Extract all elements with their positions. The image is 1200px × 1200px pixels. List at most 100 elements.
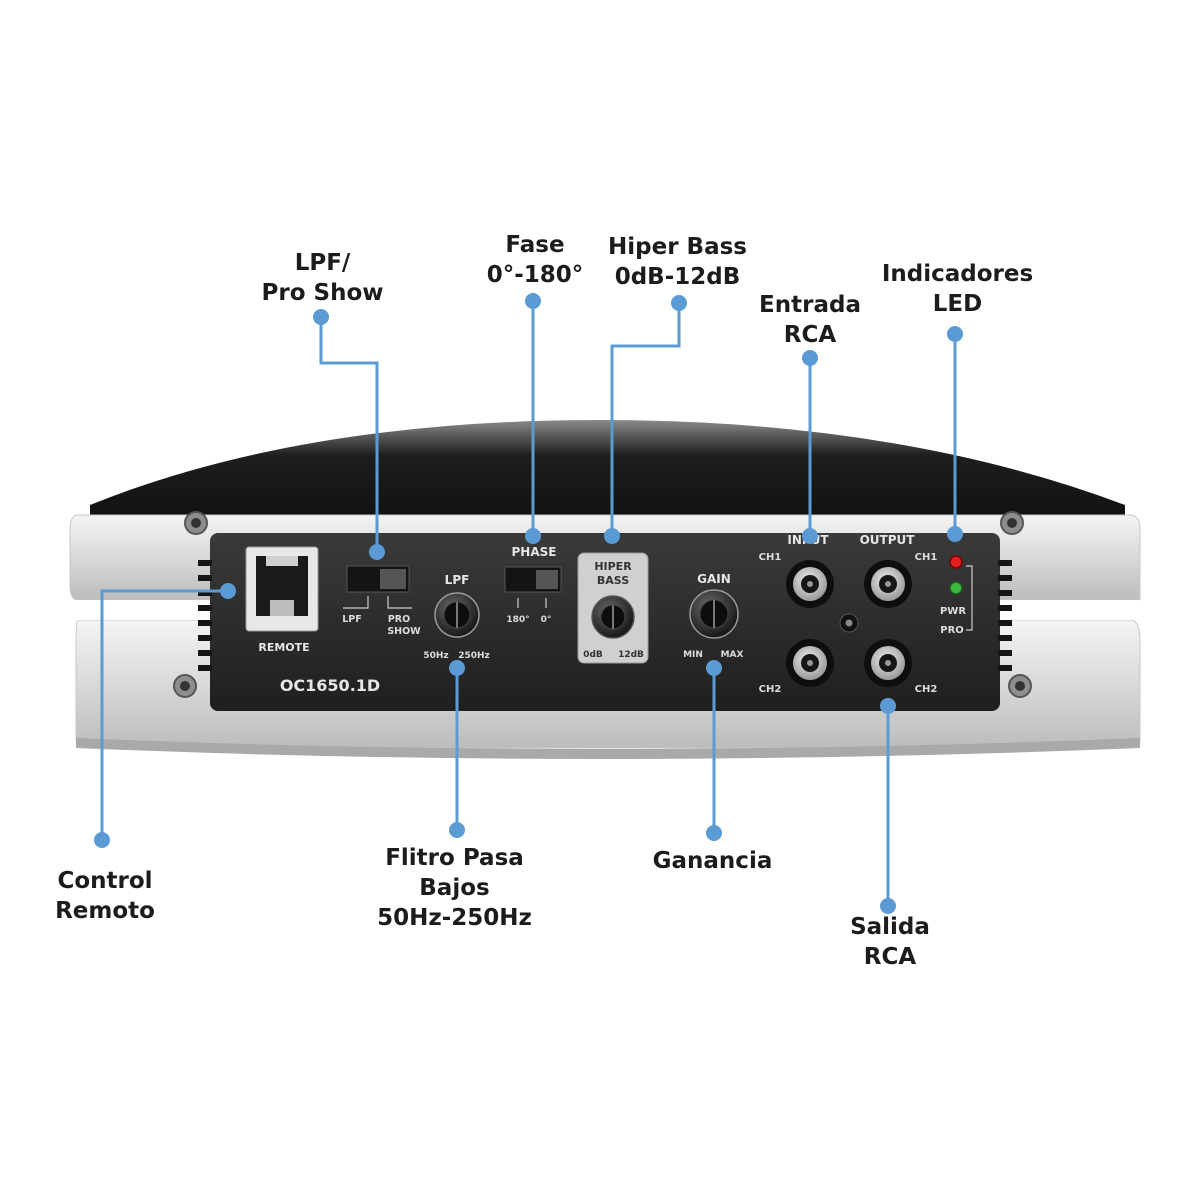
dot-icon xyxy=(94,832,110,848)
hiper-bass-line1: HIPER xyxy=(594,560,632,573)
phase-switch-marks xyxy=(517,598,547,608)
heatsink-top xyxy=(90,420,1125,520)
gain-max-label: MAX xyxy=(721,650,744,660)
phase-switch[interactable] xyxy=(504,566,562,593)
callout-lpf-pro-show: LPF/ Pro Show xyxy=(240,248,405,308)
input-ch2-label: CH2 xyxy=(759,684,782,695)
callout-salida-rca: Salida RCA xyxy=(815,912,965,972)
callout-entrada-rca: Entrada RCA xyxy=(740,290,880,350)
callout-dots xyxy=(94,293,963,914)
output-ch2-label: CH2 xyxy=(915,684,938,695)
callout-line: 50Hz-250Hz xyxy=(377,905,532,931)
led-red-icon xyxy=(949,555,963,569)
dot-icon xyxy=(525,293,541,309)
dot-icon xyxy=(947,526,963,542)
hiper-bass-knob[interactable] xyxy=(591,595,635,639)
callout-line: Bajos xyxy=(419,875,490,901)
remote-jack[interactable] xyxy=(245,546,319,632)
phase-0-label: 0° xyxy=(541,615,552,625)
phase-180-label: 180° xyxy=(506,615,529,625)
panel-vent-left xyxy=(198,560,212,671)
gain-min-label: MIN xyxy=(683,650,703,660)
dot-icon xyxy=(671,295,687,311)
leader-lpf-pro-show xyxy=(319,317,379,552)
lpf-switch-lpf-label: LPF xyxy=(342,614,362,625)
dot-icon xyxy=(706,825,722,841)
callout-fase: Fase 0°-180° xyxy=(470,230,600,290)
dot-icon xyxy=(802,350,818,366)
callout-line: RCA xyxy=(783,322,837,348)
remote-label: REMOTE xyxy=(258,641,309,654)
dot-icon xyxy=(880,698,896,714)
callout-control-remoto: Control Remoto xyxy=(35,866,175,926)
callout-line: 0dB-12dB xyxy=(614,264,741,290)
input-ch1-label: CH1 xyxy=(759,552,782,563)
callout-line: Hiper Bass xyxy=(608,234,747,260)
lpf-min-label: 50Hz xyxy=(423,651,448,661)
center-screw-icon xyxy=(839,613,859,633)
dot-icon xyxy=(802,528,818,544)
rca-input-ch2-jack[interactable] xyxy=(786,639,834,687)
lpf-switch-show-label: SHOW xyxy=(387,626,421,637)
dot-icon xyxy=(525,528,541,544)
callout-line: Flitro Pasa xyxy=(385,845,524,871)
callout-line: Ganancia xyxy=(652,848,773,874)
output-label: OUTPUT xyxy=(860,533,916,547)
dot-icon xyxy=(220,583,236,599)
rca-input-ch1-jack[interactable] xyxy=(786,560,834,608)
lpf-pro-show-switch[interactable] xyxy=(346,565,410,593)
callout-line: Control xyxy=(57,868,153,894)
chassis-bottom-lip xyxy=(76,738,1140,759)
panel-vent-right xyxy=(998,560,1012,671)
output-ch1-label: CH1 xyxy=(915,552,938,563)
lpf-switch-pro-label: PRO xyxy=(388,614,410,625)
dot-icon xyxy=(706,660,722,676)
screw-icon xyxy=(1008,674,1032,698)
hiper-min-label: 0dB xyxy=(583,650,603,660)
rca-output-ch2-jack[interactable] xyxy=(864,639,912,687)
callout-ganancia: Ganancia xyxy=(625,846,800,876)
callout-filtro-pasa-bajos: Flitro Pasa Bajos 50Hz-250Hz xyxy=(362,843,547,933)
leader-control-remoto xyxy=(100,589,228,840)
lpf-switch-marks xyxy=(343,596,412,609)
lpf-knob-title: LPF xyxy=(445,573,470,587)
callout-hiper-bass: Hiper Bass 0dB-12dB xyxy=(595,232,760,292)
rca-output-ch1-jack[interactable] xyxy=(864,560,912,608)
callout-indicadores-led: Indicadores LED xyxy=(870,259,1045,319)
lpf-max-label: 250Hz xyxy=(458,651,490,661)
callout-line: Indicadores xyxy=(881,261,1034,287)
screw-icon xyxy=(173,674,197,698)
dot-icon xyxy=(449,660,465,676)
dot-icon xyxy=(449,822,465,838)
callout-lines xyxy=(100,301,957,906)
dot-icon xyxy=(880,898,896,914)
dot-icon xyxy=(369,544,385,560)
phase-title: PHASE xyxy=(512,545,557,559)
callout-line: Remoto xyxy=(55,898,155,924)
dot-icon xyxy=(313,309,329,325)
callout-line: Entrada xyxy=(759,292,861,318)
callout-line: RCA xyxy=(863,944,917,970)
callout-line: Fase xyxy=(505,232,565,258)
led-bracket xyxy=(966,565,973,631)
callout-line: LED xyxy=(932,291,983,317)
model-label: OC1650.1D xyxy=(280,676,380,695)
dot-icon xyxy=(604,528,620,544)
leader-hiper-bass xyxy=(610,303,681,536)
pro-label: PRO xyxy=(940,625,964,636)
gain-title: GAIN xyxy=(697,572,731,586)
callout-line: Salida xyxy=(850,914,930,940)
led-green-icon xyxy=(949,581,963,595)
lpf-knob[interactable] xyxy=(434,592,480,638)
pwr-label: PWR xyxy=(940,606,966,617)
hiper-bass-line2: BASS xyxy=(597,574,629,587)
callout-line: Pro Show xyxy=(261,280,384,306)
callout-line: 0°-180° xyxy=(486,262,584,288)
gain-knob[interactable] xyxy=(689,589,739,639)
hiper-max-label: 12dB xyxy=(618,650,644,660)
callout-line: LPF/ xyxy=(294,250,351,276)
screw-icon xyxy=(184,511,208,535)
screw-icon xyxy=(1000,511,1024,535)
dot-icon xyxy=(947,326,963,342)
screws xyxy=(173,511,1032,698)
